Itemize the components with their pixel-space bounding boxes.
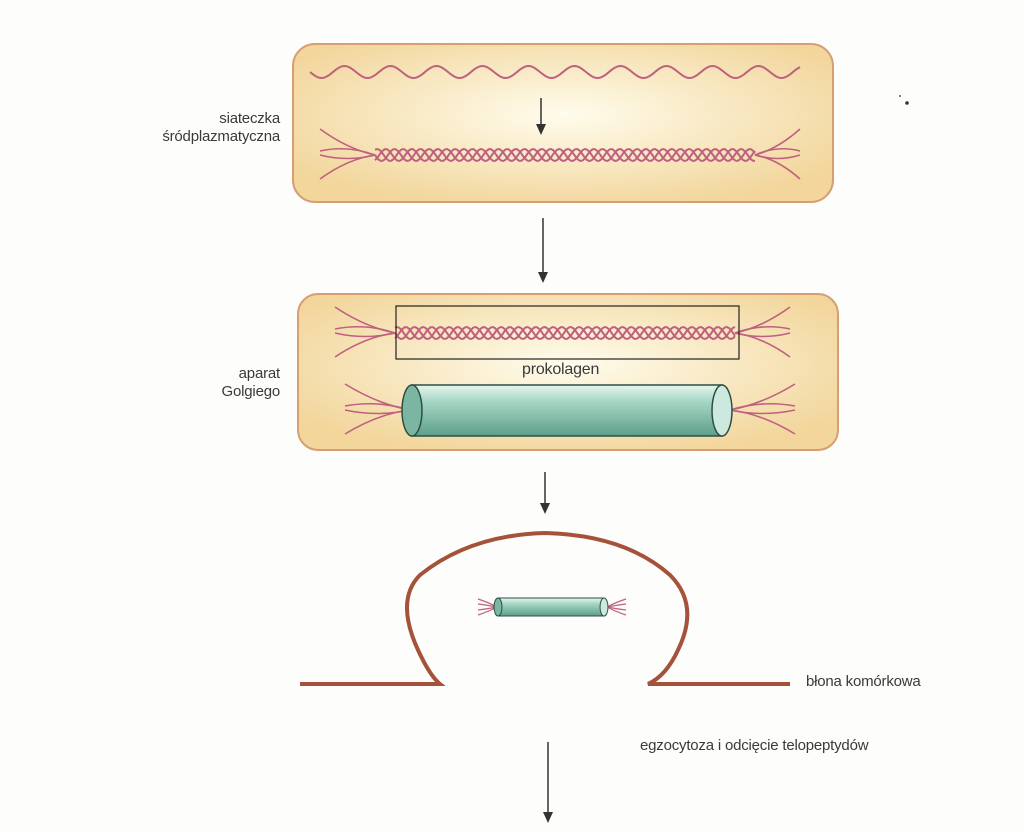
- golgi-triple-helix: [334, 306, 791, 358]
- frayed-end: [319, 154, 376, 180]
- helix-strand: [374, 147, 756, 162]
- er-label-line2: śródplazmatyczna: [162, 128, 280, 145]
- membrane-label: błona komórkowa: [806, 673, 921, 690]
- frayed-end: [319, 147, 376, 156]
- small-procollagen-rod: [493, 597, 609, 617]
- exocytosis-label: egzocytoza i odcięcie telopeptydów: [640, 737, 869, 754]
- frayed-end: [734, 332, 791, 358]
- frayed-end: [734, 325, 791, 334]
- er-compartment: [292, 43, 834, 203]
- helix-strand: [394, 326, 736, 341]
- frayed-end: [754, 154, 801, 180]
- helix-strand: [394, 325, 736, 340]
- frayed-end: [729, 402, 796, 411]
- golgi-label-line1: aparat: [238, 365, 281, 382]
- helix-strand: [374, 148, 756, 163]
- procollagen-highlight-box: [395, 305, 740, 360]
- golgi-label: aparat Golgiego: [150, 365, 281, 401]
- single-procollagen-chain: [309, 64, 801, 80]
- arrow-exocytosis: [543, 742, 553, 823]
- frayed-end: [729, 409, 796, 435]
- cell-membrane: [300, 530, 790, 686]
- procollagen-rod: [401, 384, 733, 437]
- speck: [905, 101, 909, 105]
- procollagen-label: prokolagen: [522, 361, 600, 378]
- er-triple-helix: [319, 128, 801, 180]
- golgi-compartment: [297, 293, 839, 451]
- er-arrow: [536, 98, 546, 135]
- arrow-golgi-to-membrane: [540, 472, 550, 514]
- small-frayed-end: [606, 606, 627, 616]
- frayed-end: [334, 325, 396, 334]
- er-label: siateczka śródplazmatyczna: [120, 110, 280, 146]
- golgi-label-line2: Golgiego: [221, 383, 281, 400]
- speck: [899, 95, 901, 97]
- arrow-er-to-golgi: [538, 218, 548, 283]
- frayed-end: [754, 147, 801, 156]
- er-label-line1: siateczka: [219, 110, 280, 127]
- frayed-end: [334, 332, 396, 358]
